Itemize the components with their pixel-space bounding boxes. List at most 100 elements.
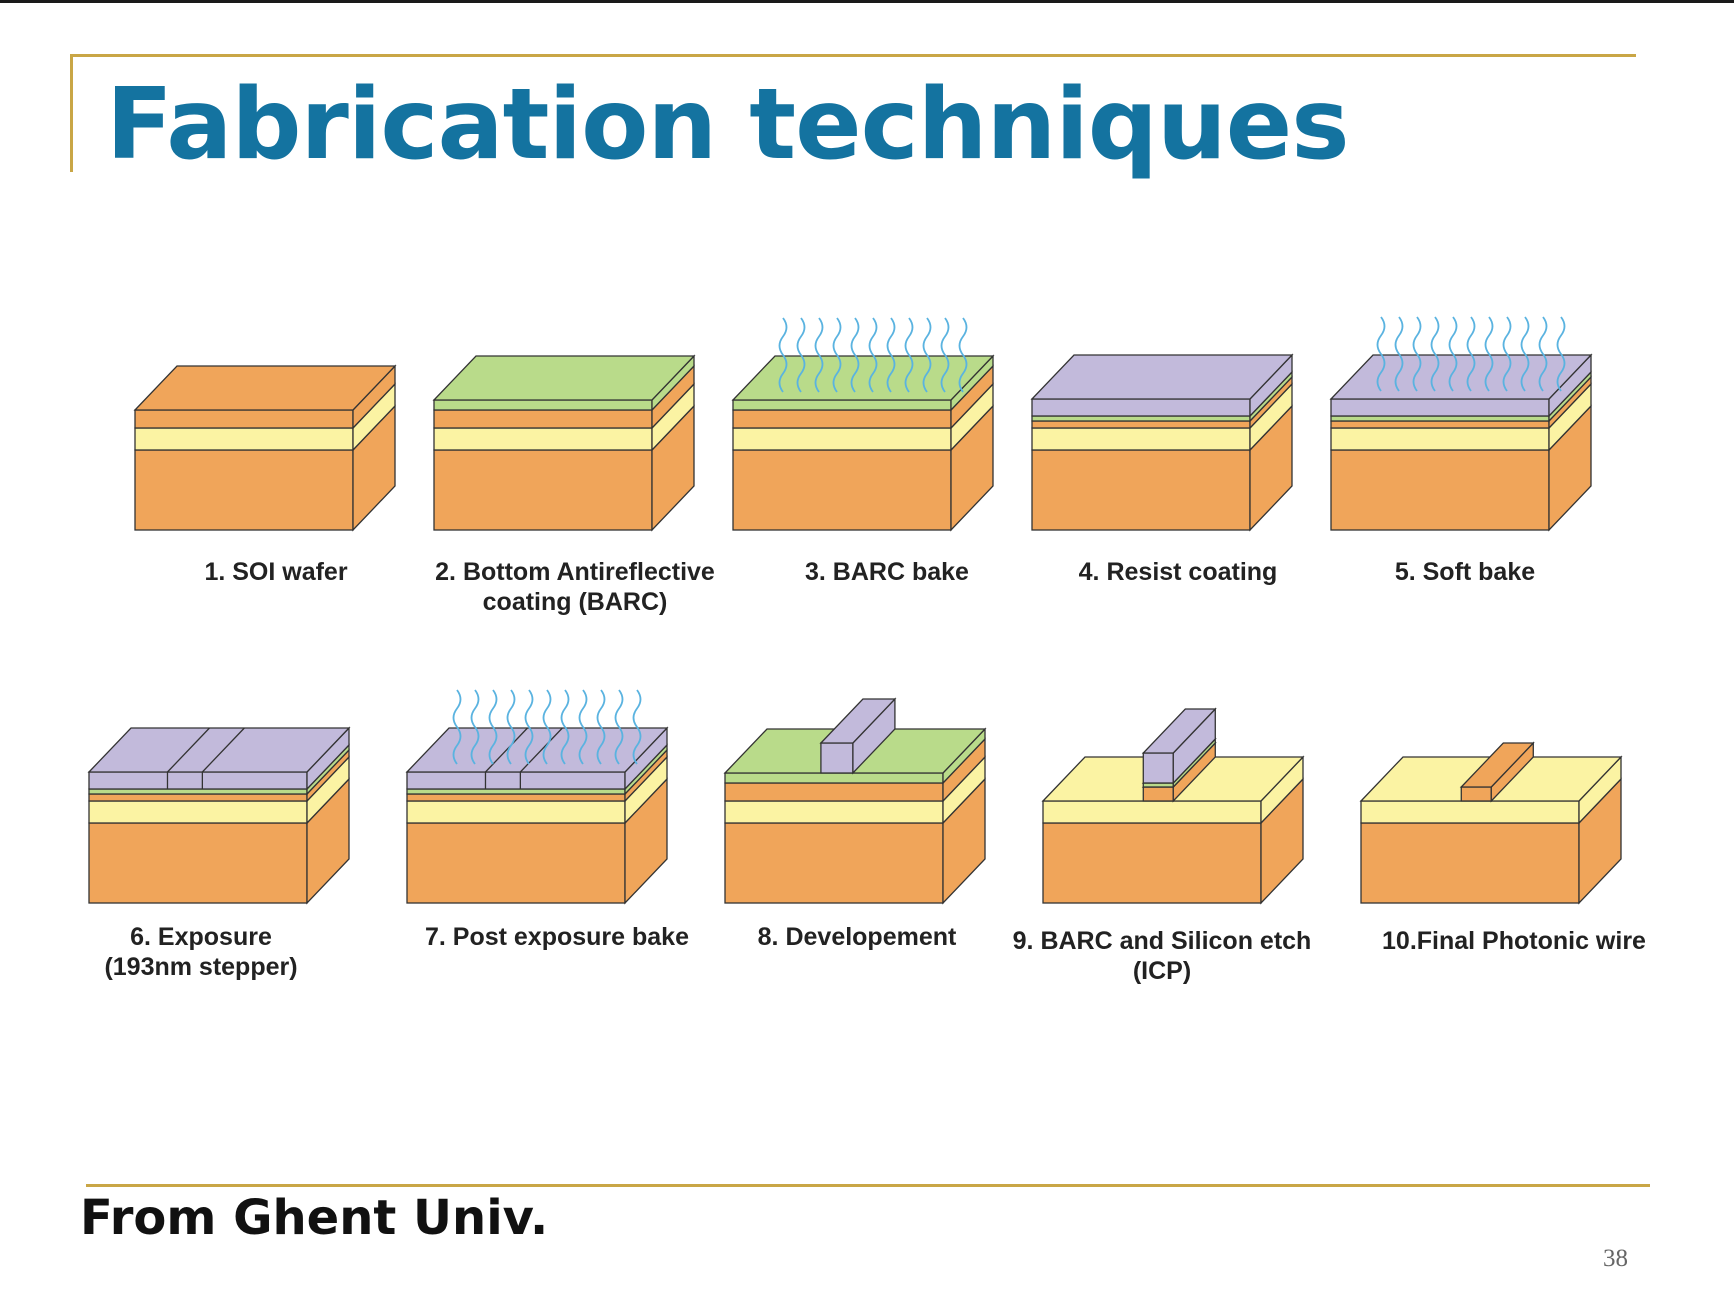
substrate-front: [732, 449, 952, 531]
substrate-front: [724, 822, 944, 904]
exposed-region-edge-top-1: [201, 727, 245, 773]
barc-front: [1330, 415, 1550, 422]
step-9-illustration: [1041, 707, 1305, 905]
step-2-label: 2. Bottom Antireflective: [435, 558, 715, 586]
exposed-region-edge-top-1: [519, 727, 563, 773]
top-face: [1030, 354, 1294, 400]
heat-wave: [560, 689, 570, 765]
top-face: [1329, 354, 1593, 400]
heat-wave: [868, 317, 878, 393]
exposed-region-edge-top-0: [167, 727, 210, 773]
step-1-illustration: [133, 364, 397, 532]
heat-wave: [470, 689, 480, 765]
heat-wave: [1412, 316, 1422, 392]
heat-wave: [1538, 316, 1548, 392]
barc-front: [1031, 415, 1251, 422]
step-4-label: 4. Resist coating: [1079, 558, 1278, 586]
heat-wave: [614, 689, 624, 765]
heat-wave: [886, 317, 896, 393]
heat-wave: [1394, 316, 1404, 392]
slide-title: Fabrication techniques: [106, 68, 1350, 182]
top-face: [731, 355, 995, 401]
etched-resist-top: [1141, 708, 1217, 754]
substrate-front: [1031, 449, 1251, 531]
step-5-heat-waves-icon: [1376, 316, 1566, 392]
step-7-illustration: [405, 726, 669, 905]
title-side-rule: [70, 54, 73, 172]
exposed-region-edge-top-0: [485, 727, 528, 773]
step-5-label: 5. Soft bake: [1395, 558, 1535, 586]
si-front: [406, 793, 626, 802]
buried-oxide-front: [88, 800, 308, 824]
step-8-label: 8. Developement: [758, 923, 957, 951]
buried-oxide-front: [433, 427, 653, 451]
barc-front: [732, 399, 952, 411]
substrate-front: [1042, 822, 1262, 904]
step-3-label: 3. BARC bake: [805, 558, 969, 586]
heat-wave: [832, 317, 842, 393]
substrate-front: [433, 449, 653, 531]
buried-oxide-front: [1360, 800, 1580, 824]
heat-wave: [1502, 316, 1512, 392]
heat-wave: [578, 689, 588, 765]
heat-wave: [452, 689, 462, 765]
substrate-front: [88, 822, 308, 904]
buried-oxide-front: [1042, 800, 1262, 824]
resist-front: [406, 771, 626, 790]
heat-wave: [940, 317, 950, 393]
substrate-front: [1360, 822, 1580, 904]
substrate-front: [406, 822, 626, 904]
step-7-heat-waves-icon: [452, 689, 642, 765]
si-front: [433, 409, 653, 429]
heat-wave: [796, 317, 806, 393]
etched-si-front: [1142, 786, 1174, 802]
si-front: [88, 793, 308, 802]
si-front: [724, 782, 944, 802]
si-front: [1330, 420, 1550, 429]
step-2-illustration: [432, 354, 696, 532]
step-2-label: coating (BARC): [483, 588, 668, 616]
resist-front: [1330, 398, 1550, 417]
barc-front: [724, 772, 944, 784]
top-face: [133, 365, 397, 411]
step-10-illustration: [1359, 741, 1623, 905]
step-5-illustration: [1329, 353, 1593, 532]
step-9-label: 9. BARC and Silicon etch: [1013, 927, 1312, 955]
heat-wave: [778, 317, 788, 393]
heat-wave: [1376, 316, 1386, 392]
resist-front: [88, 771, 308, 790]
resist-line-top: [819, 698, 897, 744]
step-1-label: 1. SOI wafer: [204, 558, 347, 586]
heat-wave: [814, 317, 824, 393]
si-front: [134, 409, 354, 429]
resist-front: [1031, 398, 1251, 417]
step-6-label: 6. Exposure: [130, 923, 272, 951]
step-8-illustration: [723, 697, 987, 905]
source-credit: From Ghent Univ.: [80, 1190, 549, 1246]
top-face: [87, 727, 351, 773]
buried-oxide-front: [406, 800, 626, 824]
step-9-label: (ICP): [1133, 957, 1191, 985]
page-number: 38: [1603, 1245, 1628, 1272]
step-7-label: 7. Post exposure bake: [425, 923, 689, 951]
etched-resist-front: [1142, 752, 1174, 784]
barc-front: [88, 788, 308, 795]
heat-wave: [542, 689, 552, 765]
heat-wave: [1448, 316, 1458, 392]
heat-wave: [1466, 316, 1476, 392]
photonic-wire-front: [1460, 786, 1492, 802]
heat-wave: [1556, 316, 1566, 392]
top-face: [405, 727, 669, 773]
barc-front: [433, 399, 653, 411]
heat-wave: [524, 689, 534, 765]
heat-wave: [922, 317, 932, 393]
heat-wave: [1520, 316, 1530, 392]
step-10-label: 10.Final Photonic wire: [1382, 927, 1646, 955]
heat-wave: [1484, 316, 1494, 392]
step-6-label: (193nm stepper): [104, 953, 297, 981]
buried-oxide-front: [732, 427, 952, 451]
buried-oxide-front: [1330, 427, 1550, 451]
heat-wave: [488, 689, 498, 765]
photonic-wire-top: [1459, 742, 1535, 788]
